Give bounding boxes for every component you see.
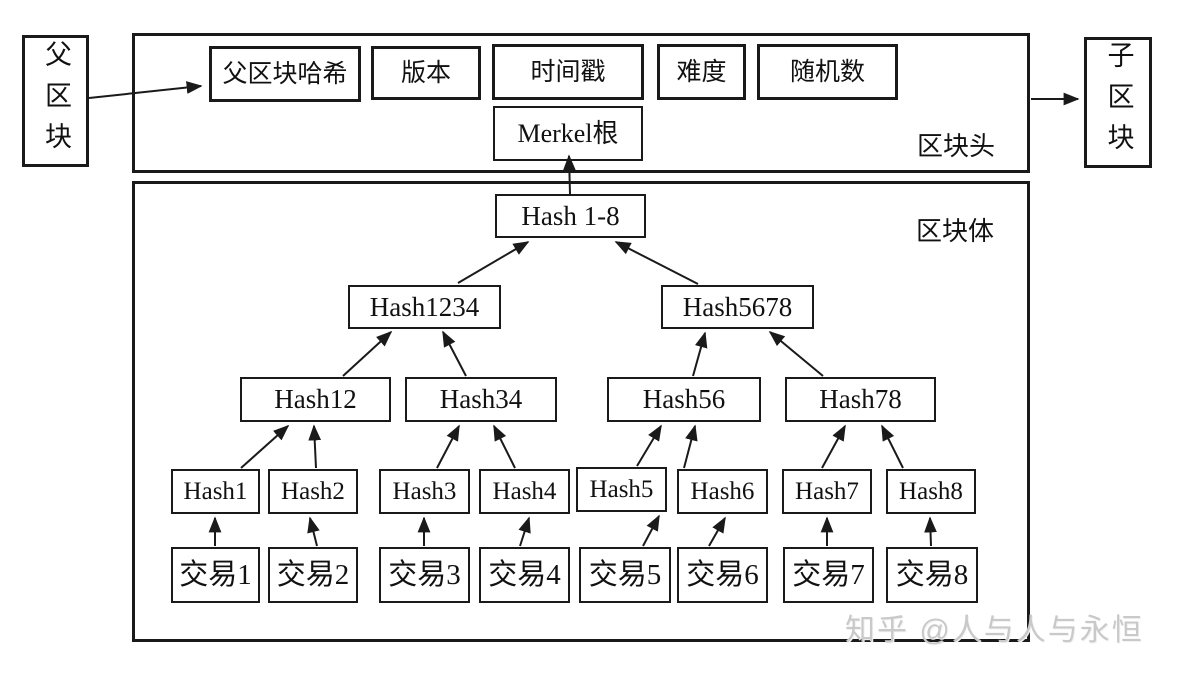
version-field-box: 版本: [371, 46, 481, 100]
hash78-box: Hash78: [785, 377, 936, 422]
hash3-box: Hash3: [379, 469, 470, 514]
hash6-box: Hash6: [677, 469, 768, 514]
tx8-box: 交易8: [886, 547, 978, 603]
hash5678-box: Hash5678: [661, 285, 814, 329]
tx1-box: 交易1: [171, 547, 260, 603]
parent-hash-field-box: 父区块哈希: [209, 46, 361, 102]
hash12-box: Hash12: [240, 377, 391, 422]
tx3-box: 交易3: [379, 547, 470, 603]
parent-block-box: 父区块: [22, 35, 89, 167]
child-block-box: 子区块: [1084, 37, 1152, 168]
tx7-box: 交易7: [783, 547, 874, 603]
hash7-box: Hash7: [782, 469, 872, 514]
difficulty-field-box: 难度: [657, 44, 746, 100]
timestamp-field-box: 时间戳: [492, 44, 644, 100]
tx4-box: 交易4: [479, 547, 570, 603]
hash56-box: Hash56: [607, 377, 761, 422]
merkle-tree-root-box: Hash 1-8: [495, 194, 646, 238]
merkle-root-box: Merkel根: [493, 106, 643, 161]
hash34-box: Hash34: [405, 377, 557, 422]
nonce-field-box: 随机数: [757, 44, 898, 100]
hash1234-box: Hash1234: [348, 285, 501, 329]
tx6-box: 交易6: [677, 547, 768, 603]
hash4-box: Hash4: [479, 469, 570, 514]
zhihu-watermark: 知乎 @人与人与永恒: [845, 614, 1144, 647]
hash8-box: Hash8: [886, 469, 976, 514]
tx2-box: 交易2: [268, 547, 358, 603]
hash1-box: Hash1: [171, 469, 260, 514]
hash5-box: Hash5: [576, 467, 667, 512]
hash2-box: Hash2: [268, 469, 358, 514]
block-body-label: 区块体: [916, 217, 995, 246]
tx5-box: 交易5: [579, 547, 671, 603]
block-header-label: 区块头: [917, 132, 996, 161]
